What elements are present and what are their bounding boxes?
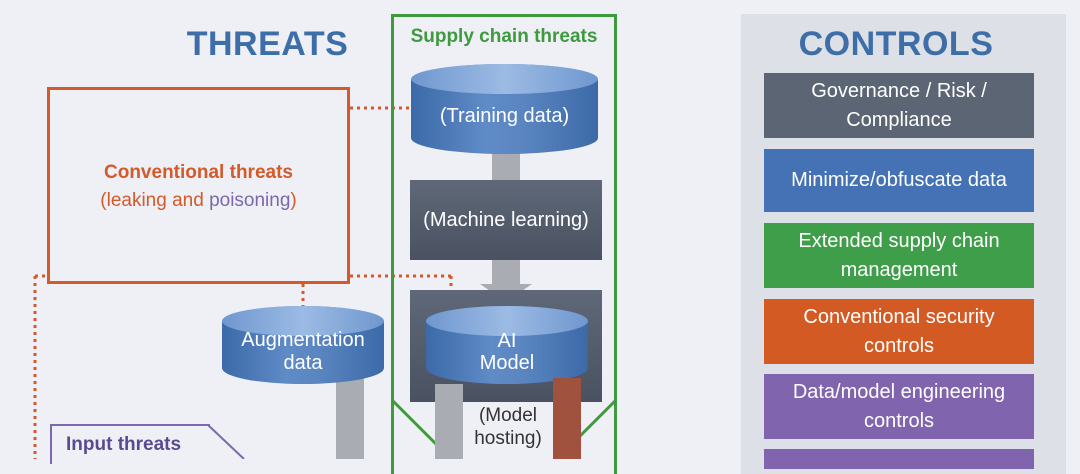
ai-model-line1: AI — [497, 330, 517, 352]
control-conventional-security: Conventional security controls — [764, 299, 1034, 364]
model-hosting-label: (Model hosting) — [458, 404, 558, 450]
threats-heading: THREATS — [186, 25, 349, 63]
model-hosting-line1: (Model — [478, 405, 538, 426]
connector-training-ml — [492, 150, 520, 182]
subtitle-open: (leaking and — [100, 190, 210, 211]
supply-chain-title: Supply chain threats — [410, 26, 598, 47]
conventional-threats-subtitle: (leaking and poisoning) — [47, 190, 350, 212]
control-supply-chain: Extended supply chain management — [764, 223, 1034, 288]
machine-learning-label: (Machine learning) — [423, 208, 589, 231]
input-threats-tab: Input threats — [50, 424, 210, 464]
connector-model-right — [553, 378, 581, 459]
conventional-threats-title: Conventional threats — [104, 162, 293, 183]
conventional-threats-box — [47, 87, 350, 284]
augmentation-line1: Augmentation — [241, 329, 365, 351]
machine-learning-box: (Machine learning) — [410, 180, 602, 260]
model-hosting-line2: hosting) — [474, 428, 542, 449]
control-data-model-engineering: Data/model engineering controls — [764, 374, 1034, 439]
augmentation-line2: data — [283, 352, 323, 374]
training-data-cylinder: (Training data) — [411, 64, 598, 154]
connector-augmentation — [336, 378, 364, 459]
input-threats-tab-edge — [208, 424, 245, 459]
control-minimize-data: Minimize/obfuscate data — [764, 149, 1034, 212]
control-governance: Governance / Risk / Compliance — [764, 73, 1034, 138]
ai-model-cylinder: AI Model — [426, 306, 588, 384]
subtitle-poisoning: poisoning — [209, 190, 291, 211]
training-data-label: (Training data) — [439, 104, 570, 127]
supply-chain-frame — [391, 14, 617, 474]
ai-model-line2: Model — [479, 352, 535, 374]
controls-heading: CONTROLS — [798, 25, 994, 63]
connector-model-left — [435, 384, 463, 459]
subtitle-close: ) — [290, 190, 297, 211]
augmentation-data-cylinder: Augmentation data — [222, 306, 384, 384]
